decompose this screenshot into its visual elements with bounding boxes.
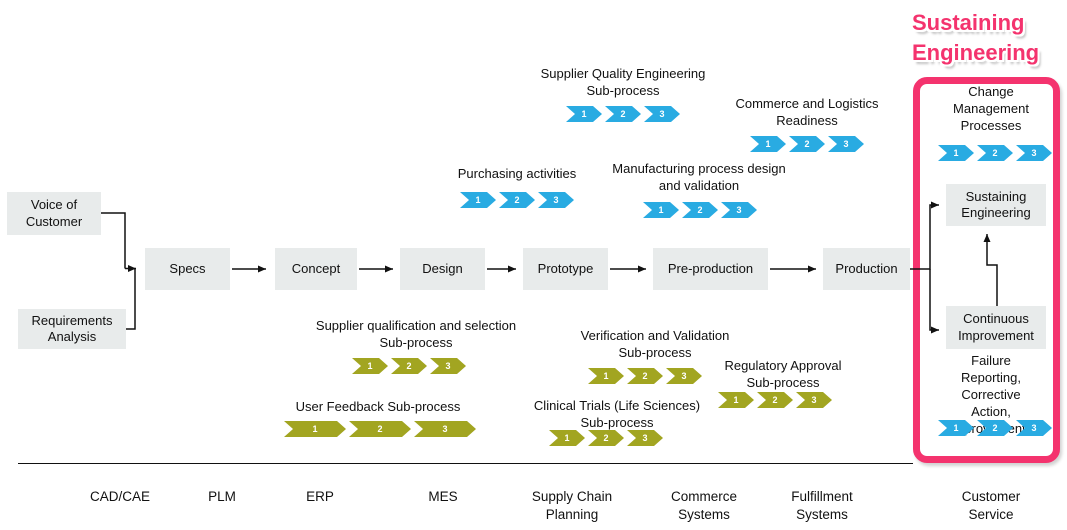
chevron-step: 1 — [938, 145, 974, 161]
footer-system-customer-service: Customer Service — [961, 489, 1021, 523]
chevron-step: 1 — [352, 358, 388, 374]
footer-system-erp: ERP — [306, 489, 334, 504]
supplier-quality-label: Supplier Quality Engineering Sub-process — [540, 66, 706, 98]
chevron-step: 3 — [414, 421, 476, 437]
purchasing-label: Purchasing activities — [457, 166, 577, 181]
chevron-step: 3 — [538, 192, 574, 208]
sustaining-engineering-frame — [913, 77, 1060, 463]
chevron-step: 2 — [349, 421, 411, 437]
voice-of-customer-box: Voice of Customer — [7, 192, 101, 235]
footer-system-commerce: Commerce Systems — [670, 489, 738, 523]
stage-production-box: Production — [823, 248, 910, 290]
chevron-step: 2 — [605, 106, 641, 122]
regulatory-chevrons: 1 2 3 — [718, 392, 832, 408]
continuous-improvement-box: Continuous Improvement — [946, 306, 1046, 349]
chevron-step: 1 — [549, 430, 585, 446]
purchasing-chevrons: 1 2 3 — [460, 192, 574, 208]
chevron-step: 2 — [391, 358, 427, 374]
change-management-label: Change Management Processes — [953, 84, 1029, 133]
chevron-step: 1 — [643, 202, 679, 218]
stage-specs-box: Specs — [145, 248, 230, 290]
chevron-step: 2 — [977, 145, 1013, 161]
chevron-step: 1 — [284, 421, 346, 437]
chevron-step: 1 — [750, 136, 786, 152]
user-feedback-label: User Feedback Sub-process — [295, 399, 461, 414]
requirements-analysis-box: Requirements Analysis — [18, 309, 126, 349]
chevron-step: 3 — [666, 368, 702, 384]
footer-system-mes: MES — [428, 489, 458, 504]
stage-prototype-box: Prototype — [523, 248, 608, 290]
chevron-step: 1 — [588, 368, 624, 384]
chevron-step: 1 — [566, 106, 602, 122]
user-feedback-chevrons: 1 2 3 — [284, 421, 476, 437]
change-management-chevrons: 1 2 3 — [938, 145, 1052, 161]
chevron-step: 1 — [460, 192, 496, 208]
clinical-trials-chevrons: 1 2 3 — [549, 430, 663, 446]
commerce-logistics-label: Commerce and Logistics Readiness — [735, 96, 879, 128]
stage-design-box: Design — [400, 248, 485, 290]
commerce-logistics-chevrons: 1 2 3 — [750, 136, 864, 152]
sustaining-engineering-box: Sustaining Engineering — [946, 184, 1046, 226]
footer-system-cad-cae: CAD/CAE — [89, 489, 151, 504]
chevron-step: 1 — [718, 392, 754, 408]
regulatory-label: Regulatory Approval Sub-process — [724, 358, 842, 390]
chevron-step: 3 — [828, 136, 864, 152]
stage-preproduction-box: Pre-production — [653, 248, 768, 290]
footer-system-plm: PLM — [208, 489, 236, 504]
chevron-step: 2 — [499, 192, 535, 208]
chevron-step: 2 — [789, 136, 825, 152]
chevron-step: 3 — [1016, 420, 1052, 436]
chevron-step: 2 — [682, 202, 718, 218]
chevron-step: 3 — [430, 358, 466, 374]
chevron-step: 3 — [721, 202, 757, 218]
chevron-step: 2 — [627, 368, 663, 384]
stage-concept-box: Concept — [275, 248, 357, 290]
footer-system-fulfillment: Fulfillment Systems — [791, 489, 853, 523]
footer-divider — [18, 463, 913, 464]
chevron-step: 2 — [757, 392, 793, 408]
clinical-trials-label: Clinical Trials (Life Sciences) Sub-proc… — [533, 398, 701, 430]
chevron-step: 3 — [627, 430, 663, 446]
chevron-step: 3 — [1016, 145, 1052, 161]
failure-reporting-chevrons: 1 2 3 — [938, 420, 1052, 436]
sustaining-engineering-title: Sustaining Engineering — [912, 10, 1040, 65]
manufacturing-chevrons: 1 2 3 — [643, 202, 757, 218]
supplier-quality-chevrons: 1 2 3 — [566, 106, 680, 122]
verification-label: Verification and Validation Sub-process — [580, 328, 730, 360]
chevron-step: 3 — [644, 106, 680, 122]
chevron-step: 2 — [977, 420, 1013, 436]
chevron-step: 3 — [796, 392, 832, 408]
verification-chevrons: 1 2 3 — [588, 368, 702, 384]
chevron-step: 1 — [938, 420, 974, 436]
failure-reporting-label: Failure Reporting, Corrective Action, Im… — [950, 353, 1032, 436]
supplier-qualification-label: Supplier qualification and selection Sub… — [315, 318, 517, 350]
chevron-step: 2 — [588, 430, 624, 446]
supplier-qualification-chevrons: 1 2 3 — [352, 358, 466, 374]
manufacturing-label: Manufacturing process design and validat… — [612, 161, 786, 193]
footer-system-supply-chain: Supply Chain Planning — [531, 489, 613, 523]
